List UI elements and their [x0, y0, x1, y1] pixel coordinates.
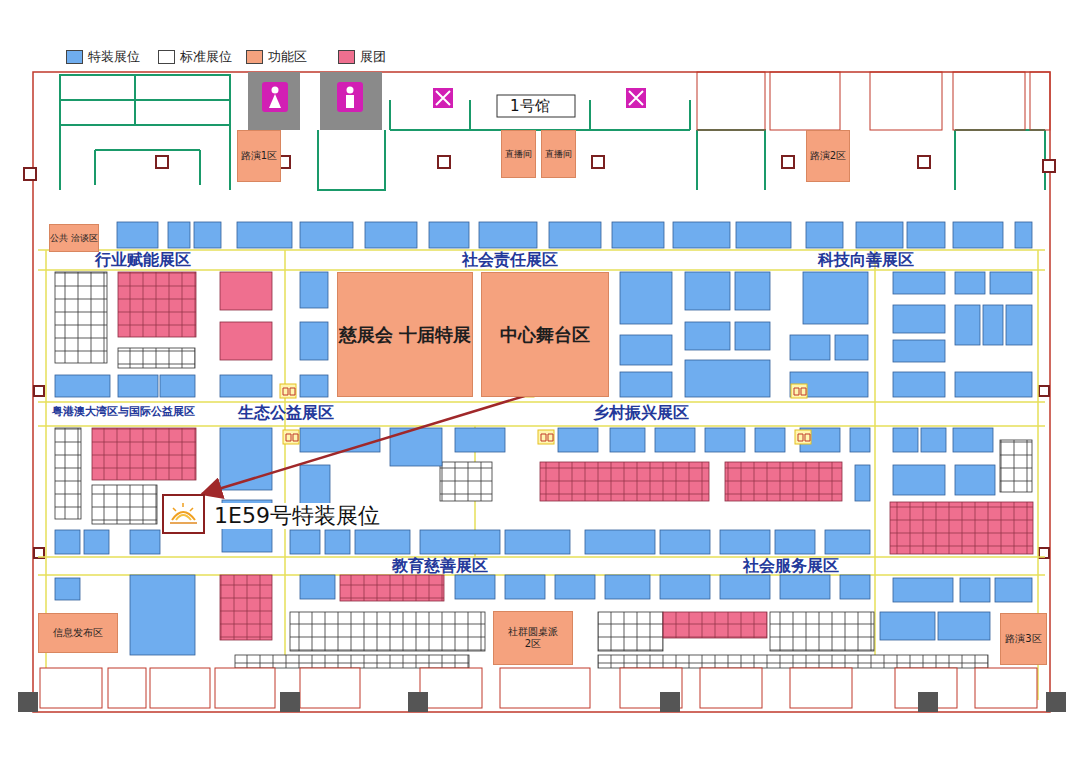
roundtable-area: 社群圆桌派 2区	[493, 611, 573, 665]
bottom-wall	[40, 668, 1037, 708]
legend-swatch	[338, 50, 355, 64]
service-walls	[60, 75, 1045, 190]
pavilion-groups	[92, 272, 1033, 640]
zone-label: 乡村振兴展区	[593, 404, 689, 422]
area-name: 社群圆桌派 2区	[504, 626, 562, 650]
callout-arrow	[202, 396, 525, 494]
roadshow-area: 路演3区	[1000, 613, 1047, 665]
standard-booths	[55, 272, 1032, 668]
hall-name: 1号馆	[510, 98, 550, 115]
hall-name-box	[497, 95, 575, 117]
legend-text: 功能区	[268, 50, 307, 63]
aisle-lines	[38, 250, 1045, 700]
special-booths	[55, 222, 1032, 655]
meeting-area: 公共 洽谈区	[49, 224, 99, 252]
area-name: 信息发布区	[53, 627, 103, 639]
legend-text: 展团	[360, 50, 386, 63]
roadshow-area: 路演1区	[237, 130, 281, 182]
area-name: 慈展会 十届特展	[339, 324, 471, 346]
highlight-booth: 1E59号特装展位	[162, 494, 205, 534]
center-stage: 中心舞台区	[481, 272, 609, 397]
zone-label: 社会责任展区	[462, 251, 558, 269]
area-name: 中心舞台区	[500, 324, 590, 346]
zone-label: 社会服务展区	[743, 557, 839, 575]
zone-label: 生态公益展区	[238, 404, 334, 422]
roadshow-area: 路演2区	[806, 130, 850, 182]
hall-wall	[33, 72, 1050, 712]
live-room: 直播间	[541, 130, 576, 178]
live-room: 直播间	[501, 130, 536, 178]
legend-swatch	[66, 50, 83, 64]
legend-swatch	[246, 50, 263, 64]
press-area: 信息发布区	[38, 613, 118, 653]
zone-label: 粤港澳大湾区与国际公益展区	[52, 406, 195, 419]
booth-logo	[170, 503, 197, 523]
top-rooms	[697, 72, 1050, 130]
zone-label: 教育慈善展区	[392, 557, 488, 575]
toilet-block	[248, 72, 646, 130]
booth-callout: 1E59号特装展位	[212, 503, 382, 529]
highlight-booth-ground	[162, 494, 205, 534]
pillars	[24, 156, 1055, 558]
area-name: 路演1区	[241, 150, 277, 162]
area-name: 直播间	[505, 149, 532, 160]
legend-text: 特装展位	[88, 50, 140, 63]
pavilion-blocks	[220, 272, 272, 360]
zone-label: 行业赋能展区	[95, 251, 191, 269]
legend-text: 标准展位	[180, 50, 232, 63]
legend-swatch	[158, 50, 175, 64]
area-name: 公共 洽谈区	[50, 233, 98, 244]
area-name: 路演3区	[1005, 633, 1041, 645]
area-name: 直播间	[545, 149, 572, 160]
area-name: 路演2区	[810, 150, 846, 162]
zone-label: 科技向善展区	[818, 251, 914, 269]
special-exhibit-area: 慈展会 十届特展	[337, 272, 473, 397]
corner-pillars	[18, 692, 1066, 712]
